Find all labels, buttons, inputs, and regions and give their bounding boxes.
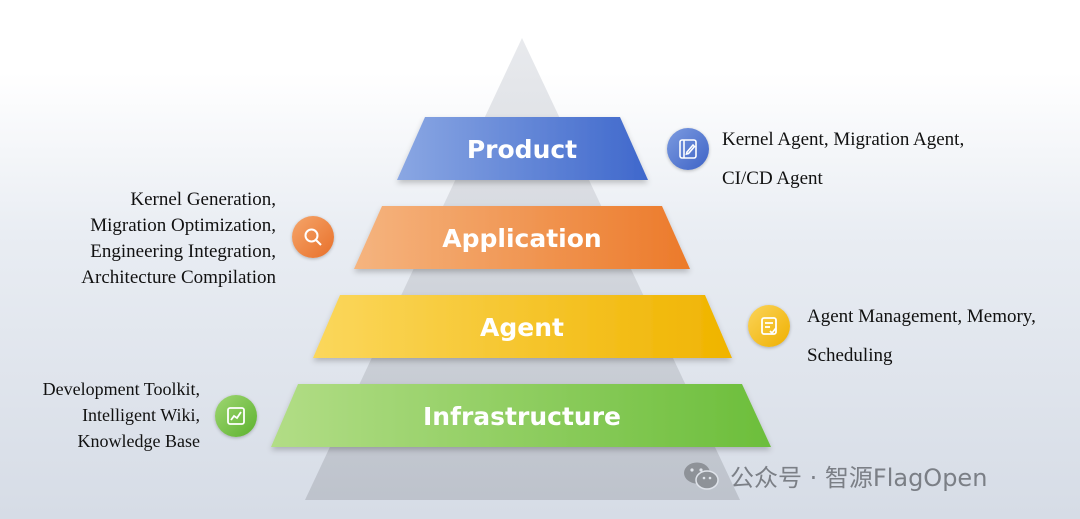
notebook-edit-icon: [667, 128, 709, 170]
tier-application: [354, 206, 690, 269]
agent-annotation: Agent Management, Memory, Scheduling: [807, 306, 1036, 366]
product-annotation: Kernel Agent, Migration Agent, CI/CD Age…: [722, 129, 965, 189]
tier-label-application: Application: [442, 224, 601, 253]
checklist-icon: [748, 305, 790, 347]
tier-label-product: Product: [467, 135, 577, 164]
watermark: 公众号 · 智源FlagOpen: [682, 458, 987, 493]
tier-product: [397, 117, 648, 180]
wechat-icon: [684, 462, 719, 490]
search-icon: [292, 216, 334, 258]
infrastructure-annotation: Development Toolkit, Intelligent Wiki, K…: [42, 379, 200, 451]
tier-infrastructure: [271, 384, 771, 447]
watermark-text: 公众号 · 智源FlagOpen: [730, 464, 988, 492]
tier-agent: [313, 295, 732, 358]
application-annotation: Kernel Generation, Migration Optimizatio…: [81, 189, 276, 288]
tier-label-agent: Agent: [480, 313, 564, 342]
chart-line-icon: [215, 395, 257, 437]
tier-label-infrastructure: Infrastructure: [423, 402, 621, 431]
